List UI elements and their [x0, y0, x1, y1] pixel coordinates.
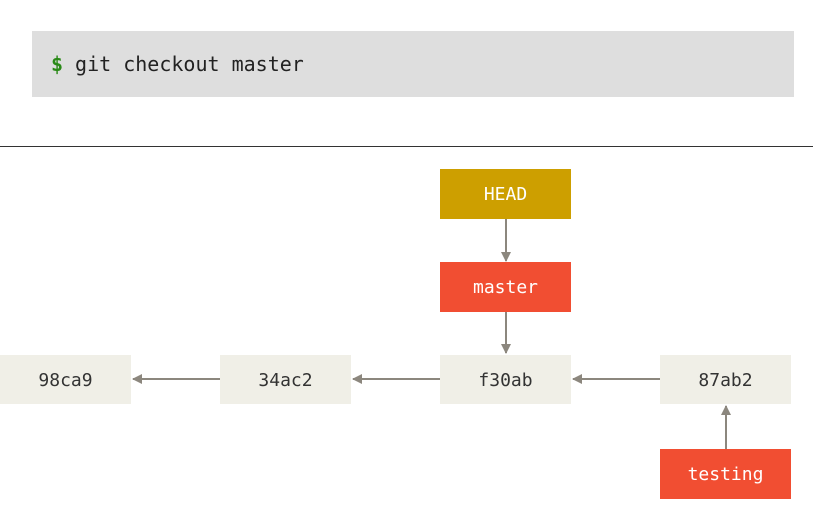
branch-master-label: master [473, 277, 538, 298]
shell-prompt: $ [51, 52, 64, 76]
commit-98ca9: 98ca9 [0, 355, 131, 404]
command-block: $ git checkout master [32, 31, 794, 97]
commit-34ac2: 34ac2 [220, 355, 351, 404]
commit-98ca9-label: 98ca9 [38, 370, 92, 391]
head-pointer: HEAD [440, 169, 571, 219]
branch-testing-label: testing [688, 464, 764, 485]
section-divider [0, 146, 813, 147]
command-text: git checkout master [75, 52, 304, 76]
commit-f30ab: f30ab [440, 355, 571, 404]
head-label: HEAD [484, 184, 527, 205]
branch-testing: testing [660, 449, 791, 499]
edges [132, 219, 731, 449]
commit-87ab2-label: 87ab2 [698, 370, 752, 391]
branch-master: master [440, 262, 571, 312]
commit-87ab2: 87ab2 [660, 355, 791, 404]
commit-34ac2-label: 34ac2 [258, 370, 312, 391]
commit-f30ab-label: f30ab [478, 370, 532, 391]
